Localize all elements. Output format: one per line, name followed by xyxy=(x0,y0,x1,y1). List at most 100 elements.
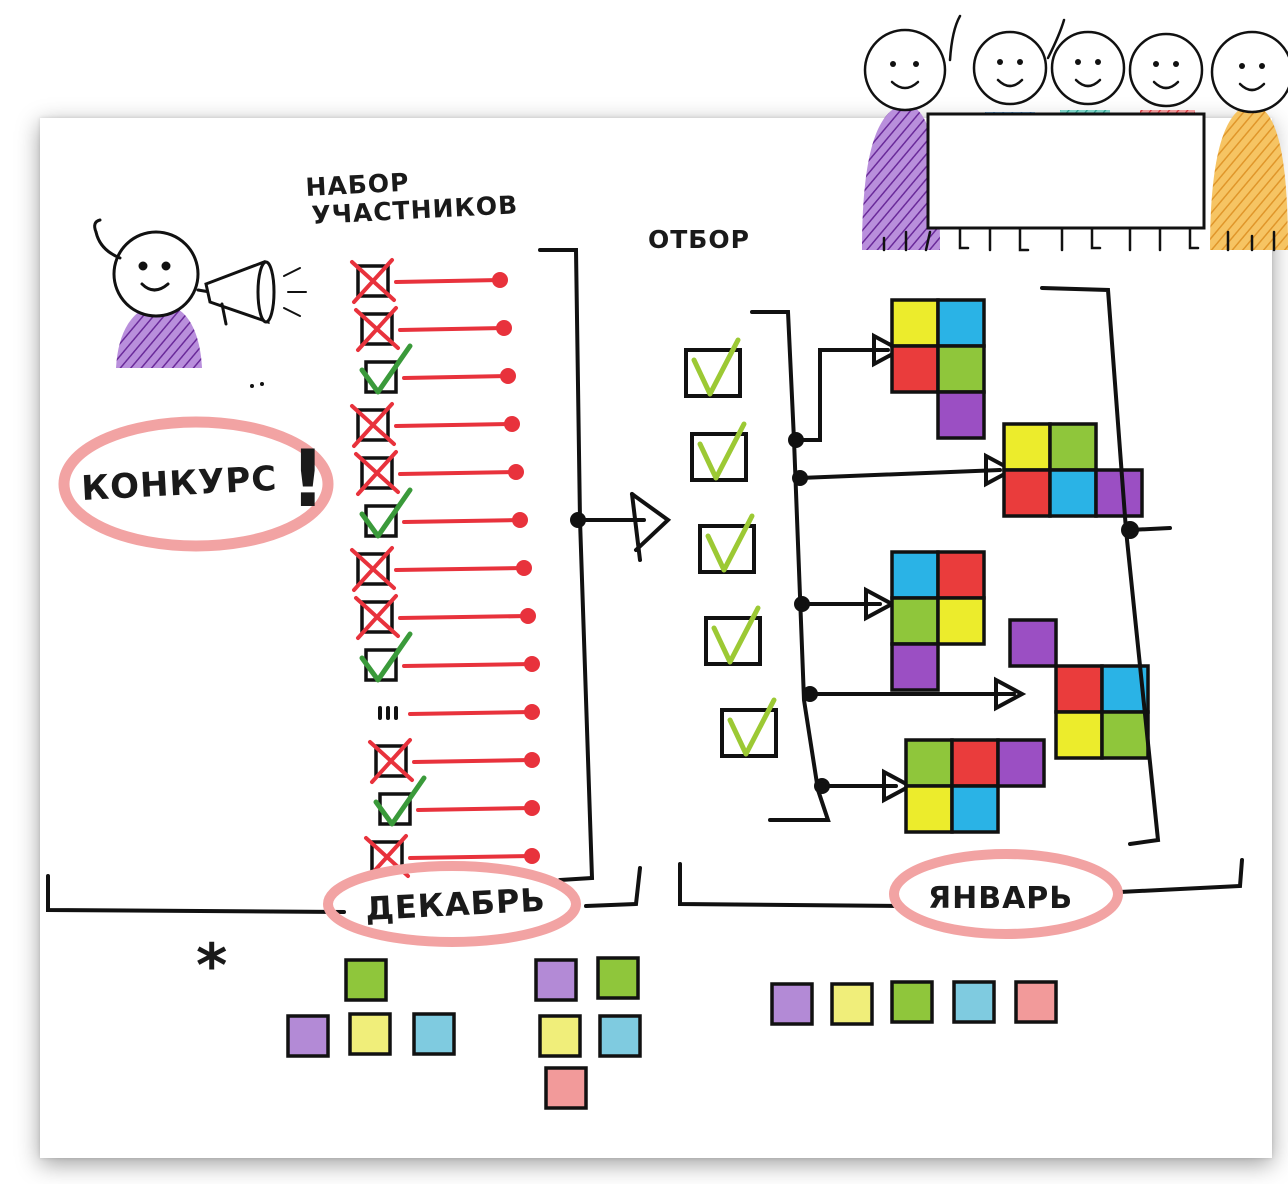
candidate-row xyxy=(354,594,536,640)
legend-square xyxy=(952,980,996,1024)
check-mark-icon xyxy=(697,421,747,481)
endpoint-dot xyxy=(524,800,540,816)
january-highlight-circle xyxy=(889,849,1123,939)
team-member-square xyxy=(950,784,1000,834)
checkbox-icon xyxy=(690,432,748,482)
legend-group-1 xyxy=(286,958,456,1058)
check-mark-icon xyxy=(359,487,413,539)
legend-square xyxy=(890,980,934,1024)
endpoint-dot xyxy=(496,320,512,336)
team-member-square xyxy=(996,738,1046,788)
megaphone-person-icon xyxy=(93,218,307,388)
legend-square xyxy=(534,958,578,1002)
selected-candidate xyxy=(690,421,748,482)
contest-highlight-circle xyxy=(58,416,334,552)
candidate-row xyxy=(350,258,508,304)
selected-candidate xyxy=(720,697,778,758)
endpoint-dot xyxy=(524,848,540,864)
legend-square xyxy=(770,982,814,1026)
team-member-square xyxy=(904,784,954,834)
team-member-square xyxy=(1048,468,1098,518)
progress-line xyxy=(416,806,534,812)
checkbox-icon xyxy=(360,456,394,490)
team-member-square xyxy=(936,344,986,394)
checkbox-icon xyxy=(356,552,390,586)
checkbox-icon xyxy=(698,524,756,574)
legend-square xyxy=(830,982,874,1026)
team-member-square xyxy=(936,550,986,600)
check-mark-icon xyxy=(373,775,427,827)
endpoint-dot xyxy=(508,464,524,480)
progress-line xyxy=(402,518,522,524)
footnote-asterisk: * xyxy=(196,931,227,1001)
recruitment-title-line1: НАБОР xyxy=(305,168,410,202)
selection-title: ОТБОР xyxy=(648,225,750,254)
contest-exclaim: ! xyxy=(290,435,326,525)
check-mark-icon xyxy=(359,631,413,683)
team-grids xyxy=(890,298,1150,834)
team-grid xyxy=(890,298,986,440)
endpoint-dot xyxy=(524,752,540,768)
cross-mark-icon xyxy=(350,258,396,304)
endpoint-dot xyxy=(524,704,540,720)
team-member-square xyxy=(950,738,1000,788)
legend-square xyxy=(412,1012,456,1056)
arrow-to-selection xyxy=(580,492,672,562)
legend-square xyxy=(1014,980,1058,1024)
legend-square xyxy=(538,1014,582,1058)
check-mark-icon xyxy=(711,605,761,665)
endpoint-dot xyxy=(516,560,532,576)
cross-mark-icon xyxy=(350,402,396,448)
selected-candidate xyxy=(704,605,762,666)
cross-mark-icon xyxy=(354,594,400,640)
progress-line xyxy=(402,662,534,668)
team-member-square xyxy=(904,738,954,788)
candidate-row xyxy=(378,704,540,720)
check-mark-icon xyxy=(727,697,777,757)
checkbox-icon xyxy=(360,600,394,634)
legend-square xyxy=(598,1014,642,1058)
team-member-square xyxy=(936,390,986,440)
endpoint-dot xyxy=(520,608,536,624)
team-member-square xyxy=(890,344,940,394)
checkbox-icon xyxy=(374,744,408,778)
legend-group-3 xyxy=(770,980,1058,1026)
candidate-row xyxy=(359,631,540,683)
candidate-row xyxy=(354,306,512,352)
legend-square xyxy=(596,956,640,1000)
candidate-row xyxy=(359,343,516,395)
team-member-square xyxy=(1048,422,1098,472)
team-member-square xyxy=(1054,664,1104,714)
legend-square xyxy=(544,1066,588,1110)
candidate-row xyxy=(368,738,540,784)
progress-line xyxy=(408,710,534,716)
progress-line xyxy=(394,278,502,284)
candidate-row xyxy=(354,450,524,496)
team-member-square xyxy=(890,298,940,348)
team-member-square xyxy=(1094,468,1144,518)
progress-line xyxy=(398,614,530,620)
candidate-row xyxy=(350,402,520,448)
team-grid xyxy=(1002,422,1144,518)
progress-line xyxy=(402,374,510,380)
distribution-tree xyxy=(750,310,1027,822)
team-member-square xyxy=(1002,422,1052,472)
checkbox-icon xyxy=(720,708,778,758)
check-mark-icon xyxy=(359,343,413,395)
team-holding-banner-icon xyxy=(862,14,1288,252)
cross-mark-icon xyxy=(350,546,396,592)
cross-mark-icon xyxy=(354,450,400,496)
legend-square xyxy=(344,958,388,1002)
progress-line xyxy=(408,854,534,860)
timeline xyxy=(46,858,1244,914)
candidate-row xyxy=(359,487,528,539)
team-member-square xyxy=(890,550,940,600)
legend-square xyxy=(348,1012,392,1056)
endpoint-dot xyxy=(492,272,508,288)
cross-mark-icon xyxy=(368,738,414,784)
check-mark-icon xyxy=(705,513,755,573)
december-highlight-circle xyxy=(323,861,581,947)
team-member-square xyxy=(1008,618,1058,668)
contest-label: КОНКУРС xyxy=(80,459,278,509)
